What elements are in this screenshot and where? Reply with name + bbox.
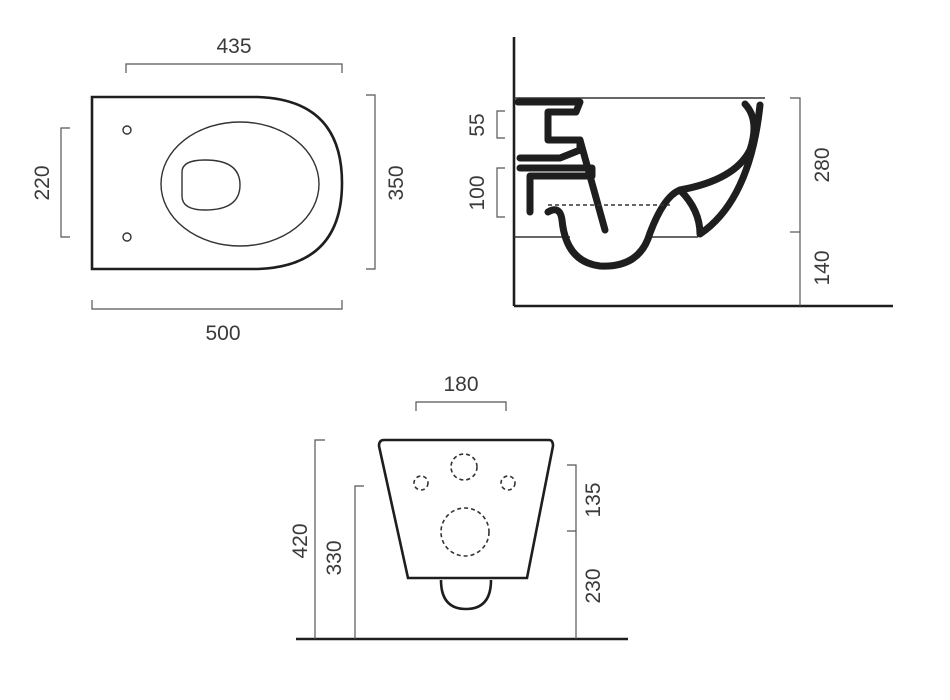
top-view-bowl-opening: [181, 159, 241, 211]
top-view-outline: [90, 95, 344, 271]
side-view: 55 100 280 140: [466, 37, 893, 308]
side-view-inlet-block: [514, 98, 584, 162]
dimension-label-230: 230: [582, 568, 605, 603]
dimension-label-55: 55: [466, 113, 489, 136]
dimension-label-435: 435: [216, 35, 251, 58]
dimension-label-100: 100: [466, 175, 489, 210]
top-view-mount-hole-lower: [122, 232, 132, 242]
dimension-line-135: [567, 464, 577, 532]
front-view-inlet-circle: [450, 453, 478, 481]
front-view: 180 420 330 135 230: [289, 373, 628, 641]
dimension-label-180: 180: [443, 373, 478, 396]
front-view-bolt-left: [413, 475, 429, 491]
dimension-line-100: [496, 167, 505, 218]
front-view-bolt-right: [500, 475, 516, 491]
dimension-label-220: 220: [31, 165, 54, 200]
dimension-line-350: [366, 94, 376, 270]
dimension-line-180: [415, 401, 507, 411]
dimension-line-435: [125, 63, 343, 73]
dimension-line-420: [314, 439, 325, 639]
top-view-bowl-rim: [160, 121, 320, 247]
front-view-outlet-circle: [440, 507, 490, 557]
side-view-trapway: [576, 136, 609, 234]
dimension-line-55: [496, 110, 505, 139]
dimension-label-350: 350: [385, 165, 408, 200]
front-view-outline: [377, 438, 555, 580]
dimension-label-140: 140: [811, 250, 834, 285]
dimension-line-220: [60, 127, 70, 238]
side-view-bowl-inner: [676, 100, 758, 194]
dimension-label-500: 500: [205, 322, 240, 345]
top-view-mount-hole-upper: [122, 125, 132, 135]
dimension-label-135: 135: [582, 482, 605, 517]
dimension-label-330: 330: [323, 540, 346, 575]
dimension-label-420: 420: [289, 523, 312, 558]
side-view-bowl-outer: [544, 101, 764, 270]
dimension-label-280: 280: [811, 147, 834, 182]
top-view: 435 500 220 350: [31, 35, 408, 345]
dimension-line-330: [354, 485, 364, 639]
front-view-base: [439, 579, 493, 611]
dimension-line-280: [790, 97, 801, 232]
dimension-line-500: [91, 300, 343, 310]
